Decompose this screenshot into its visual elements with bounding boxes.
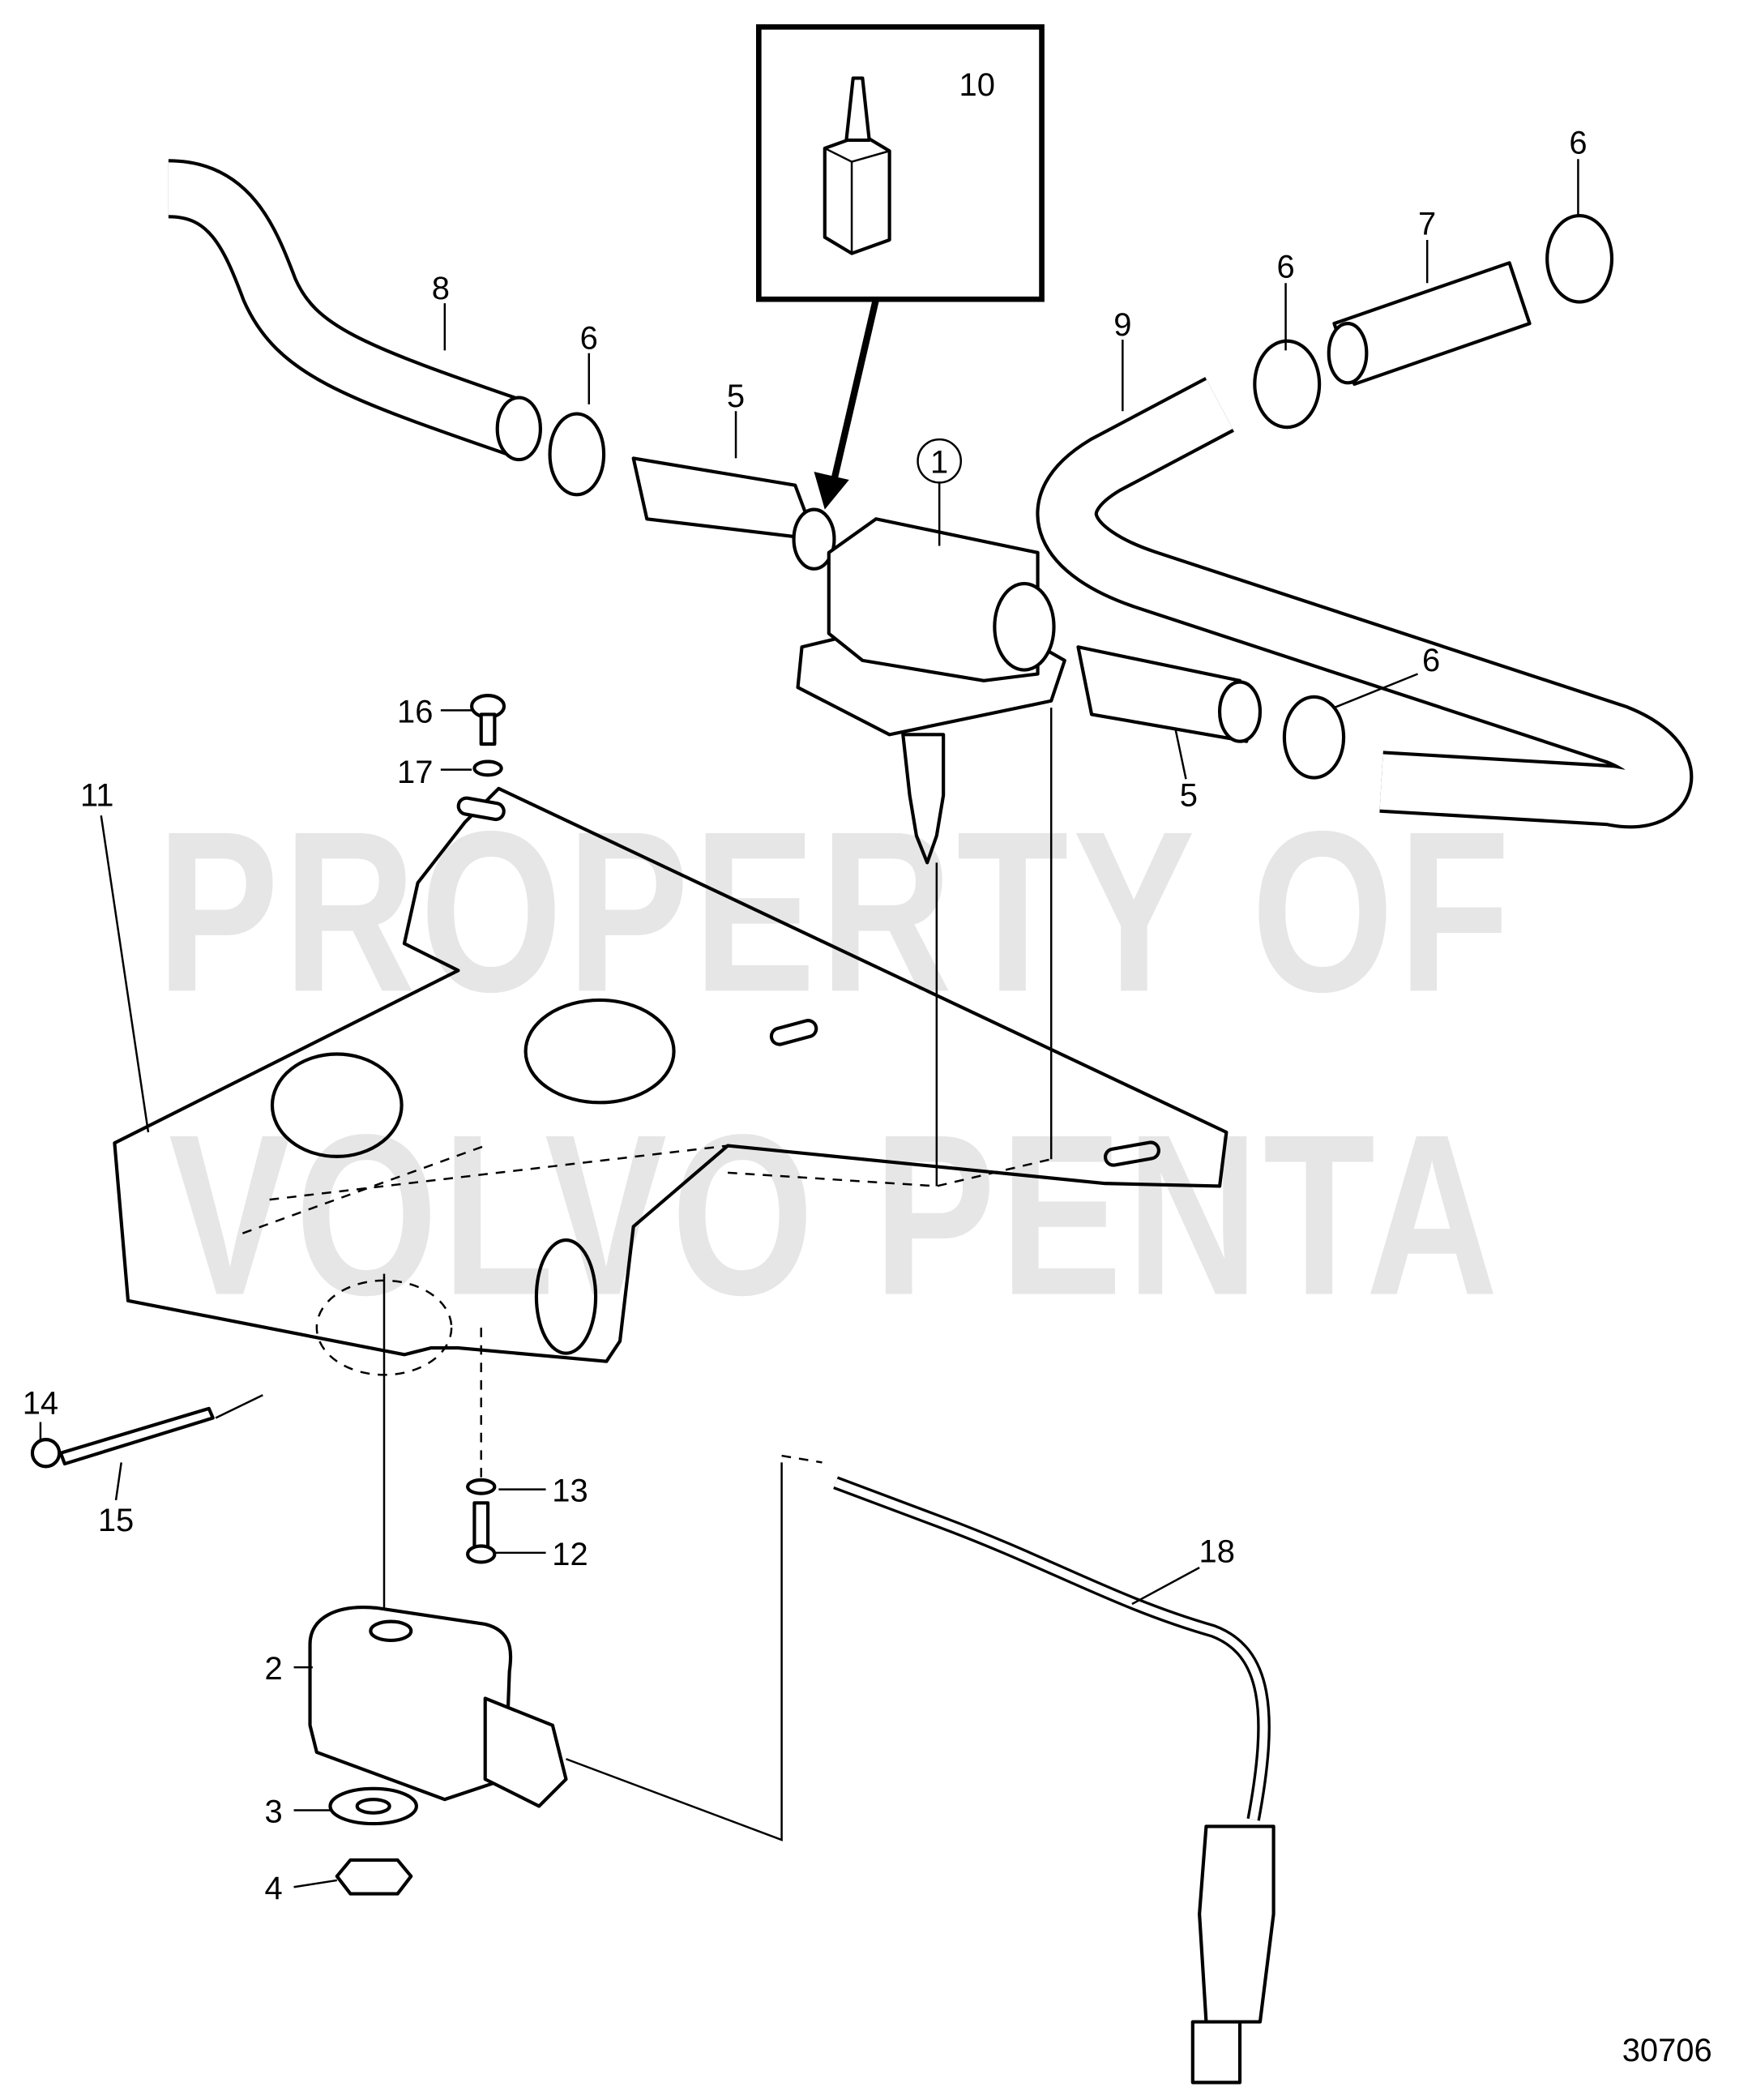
- sensor-2: [308, 1606, 568, 1896]
- callout-14: 14: [23, 1386, 58, 1422]
- callout-6b: 6: [1276, 250, 1294, 285]
- sensor-housing-1: [796, 517, 1066, 865]
- callout-18: 18: [1199, 1533, 1235, 1569]
- callout-1-circle: [917, 438, 963, 484]
- callout-labels: 1 2 3 4 5 5 6 6 6 6 7 8 9 10 11 12 13 14…: [23, 67, 1712, 2068]
- cable-18: [833, 1476, 1276, 2085]
- callout-leaders: [39, 159, 1579, 1888]
- callout-11: 11: [80, 777, 113, 813]
- callout-4: 4: [265, 1871, 283, 1906]
- bracket-11: [113, 786, 1229, 1376]
- callout-1: 1: [930, 445, 948, 481]
- watermark-line-1: PROPERTY OF: [156, 784, 1514, 1040]
- callout-2: 2: [265, 1651, 283, 1687]
- alignment-lines: [215, 708, 1053, 1841]
- sealant-inset: [755, 24, 1045, 510]
- hose-8: [167, 159, 542, 462]
- callout-8: 8: [432, 271, 450, 306]
- callout-13: 13: [552, 1473, 588, 1509]
- figure-number: 30706: [1622, 2033, 1712, 2068]
- fasteners: [30, 694, 506, 1564]
- callout-3: 3: [265, 1794, 283, 1829]
- hose-clamps: [548, 214, 1614, 780]
- hose-nipples: [631, 261, 1532, 743]
- callout-5b: 5: [1180, 777, 1198, 813]
- callout-15: 15: [98, 1503, 134, 1538]
- callout-9: 9: [1113, 307, 1131, 343]
- watermark-line-2: VOLVO PENTA: [169, 1087, 1502, 1343]
- callout-10: 10: [959, 67, 995, 103]
- callout-6a: 6: [580, 321, 598, 357]
- callout-17: 17: [397, 755, 433, 790]
- callout-12: 12: [552, 1537, 588, 1572]
- callout-6c: 6: [1569, 126, 1587, 161]
- hose-9: [1036, 377, 1694, 829]
- inset-arrow: [829, 298, 880, 486]
- callout-6d: 6: [1422, 643, 1440, 678]
- callout-5a: 5: [727, 379, 745, 414]
- watermark: PROPERTY OF VOLVO PENTA: [156, 784, 1514, 1343]
- callout-16: 16: [397, 694, 433, 729]
- callout-7: 7: [1418, 206, 1436, 242]
